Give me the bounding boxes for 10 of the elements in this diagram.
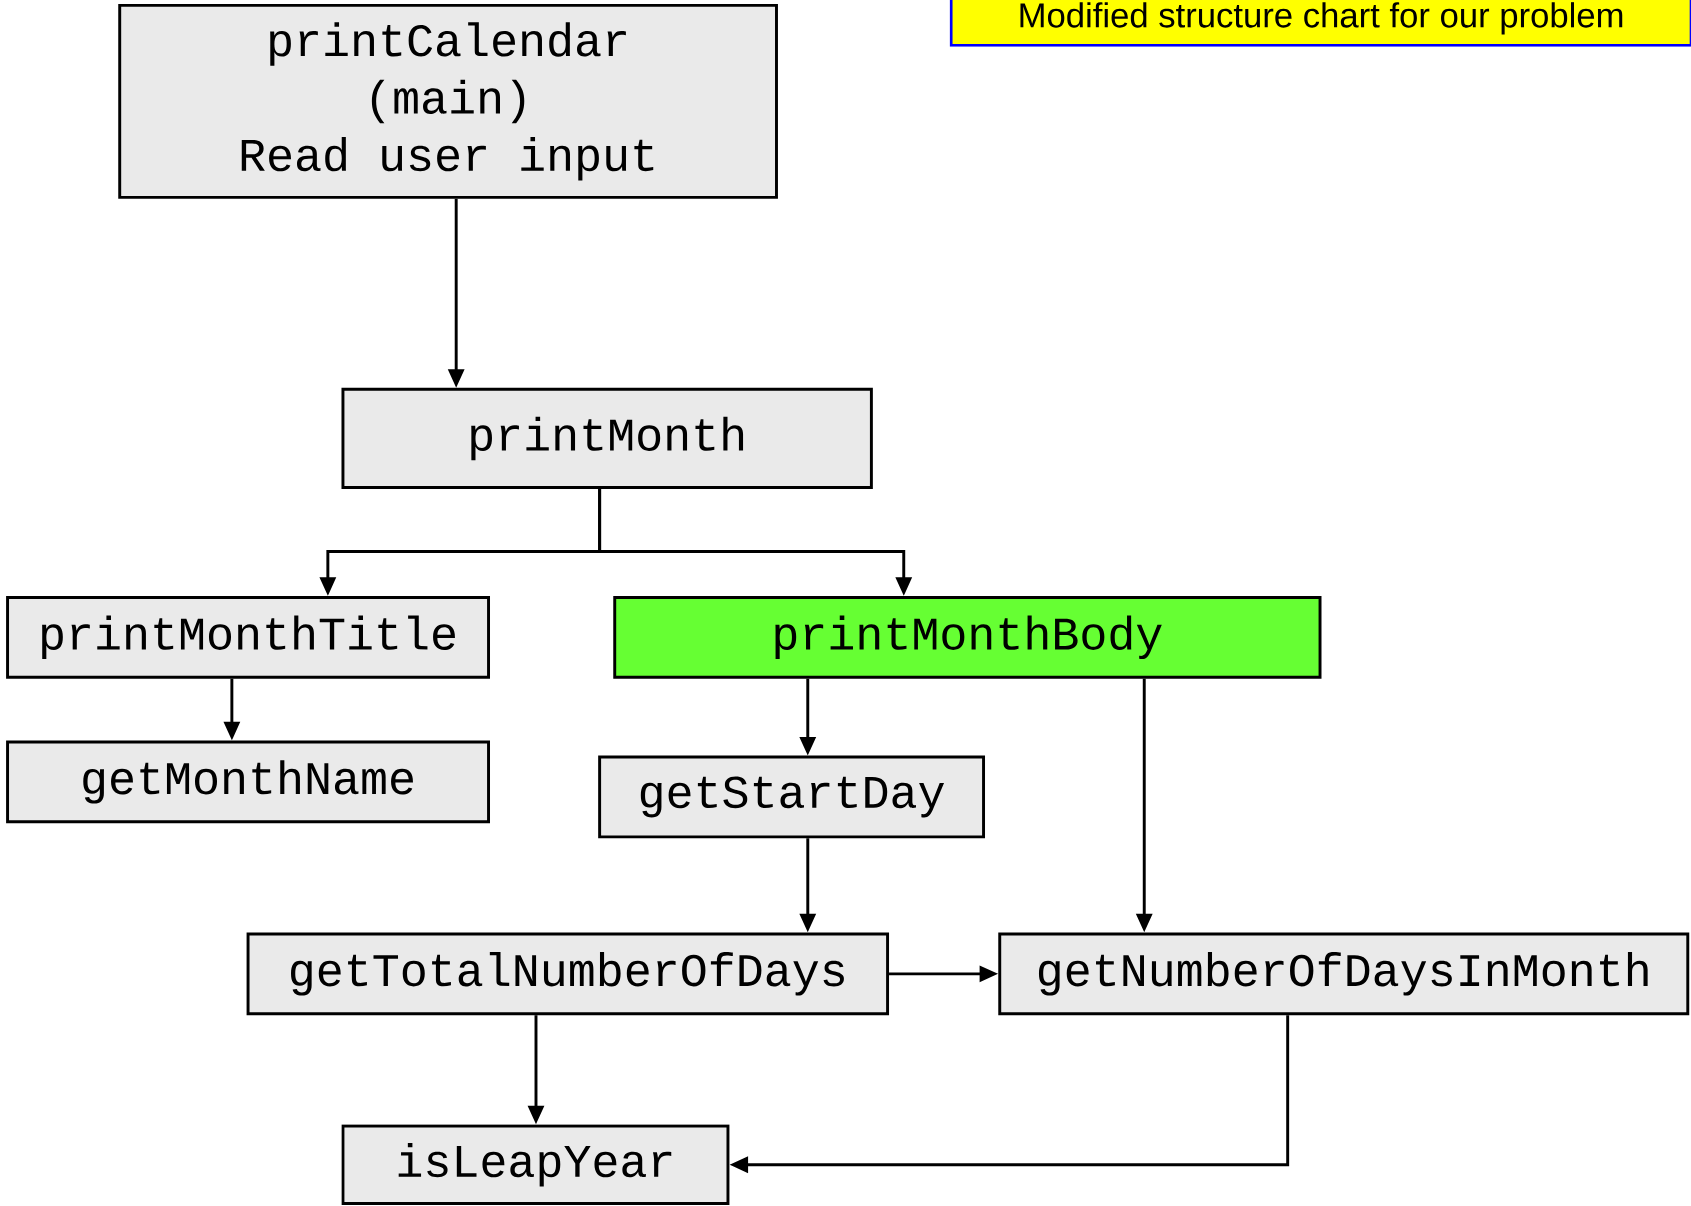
module-box: printMonthBody [613,596,1322,679]
module-box: printCalendar (main) Read user input [118,4,778,199]
module-box: getTotalNumberOfDays [246,932,890,1016]
module-box: isLeapYear [341,1124,730,1206]
module-box: printMonth [341,388,873,490]
module-box: getMonthName [6,740,490,824]
title-banner: Modified structure chart for our problem [949,0,1691,47]
module-box: printMonthTitle [6,596,490,679]
module-box: getNumberOfDaysInMonth [998,932,1690,1016]
module-box: getStartDay [598,755,985,839]
